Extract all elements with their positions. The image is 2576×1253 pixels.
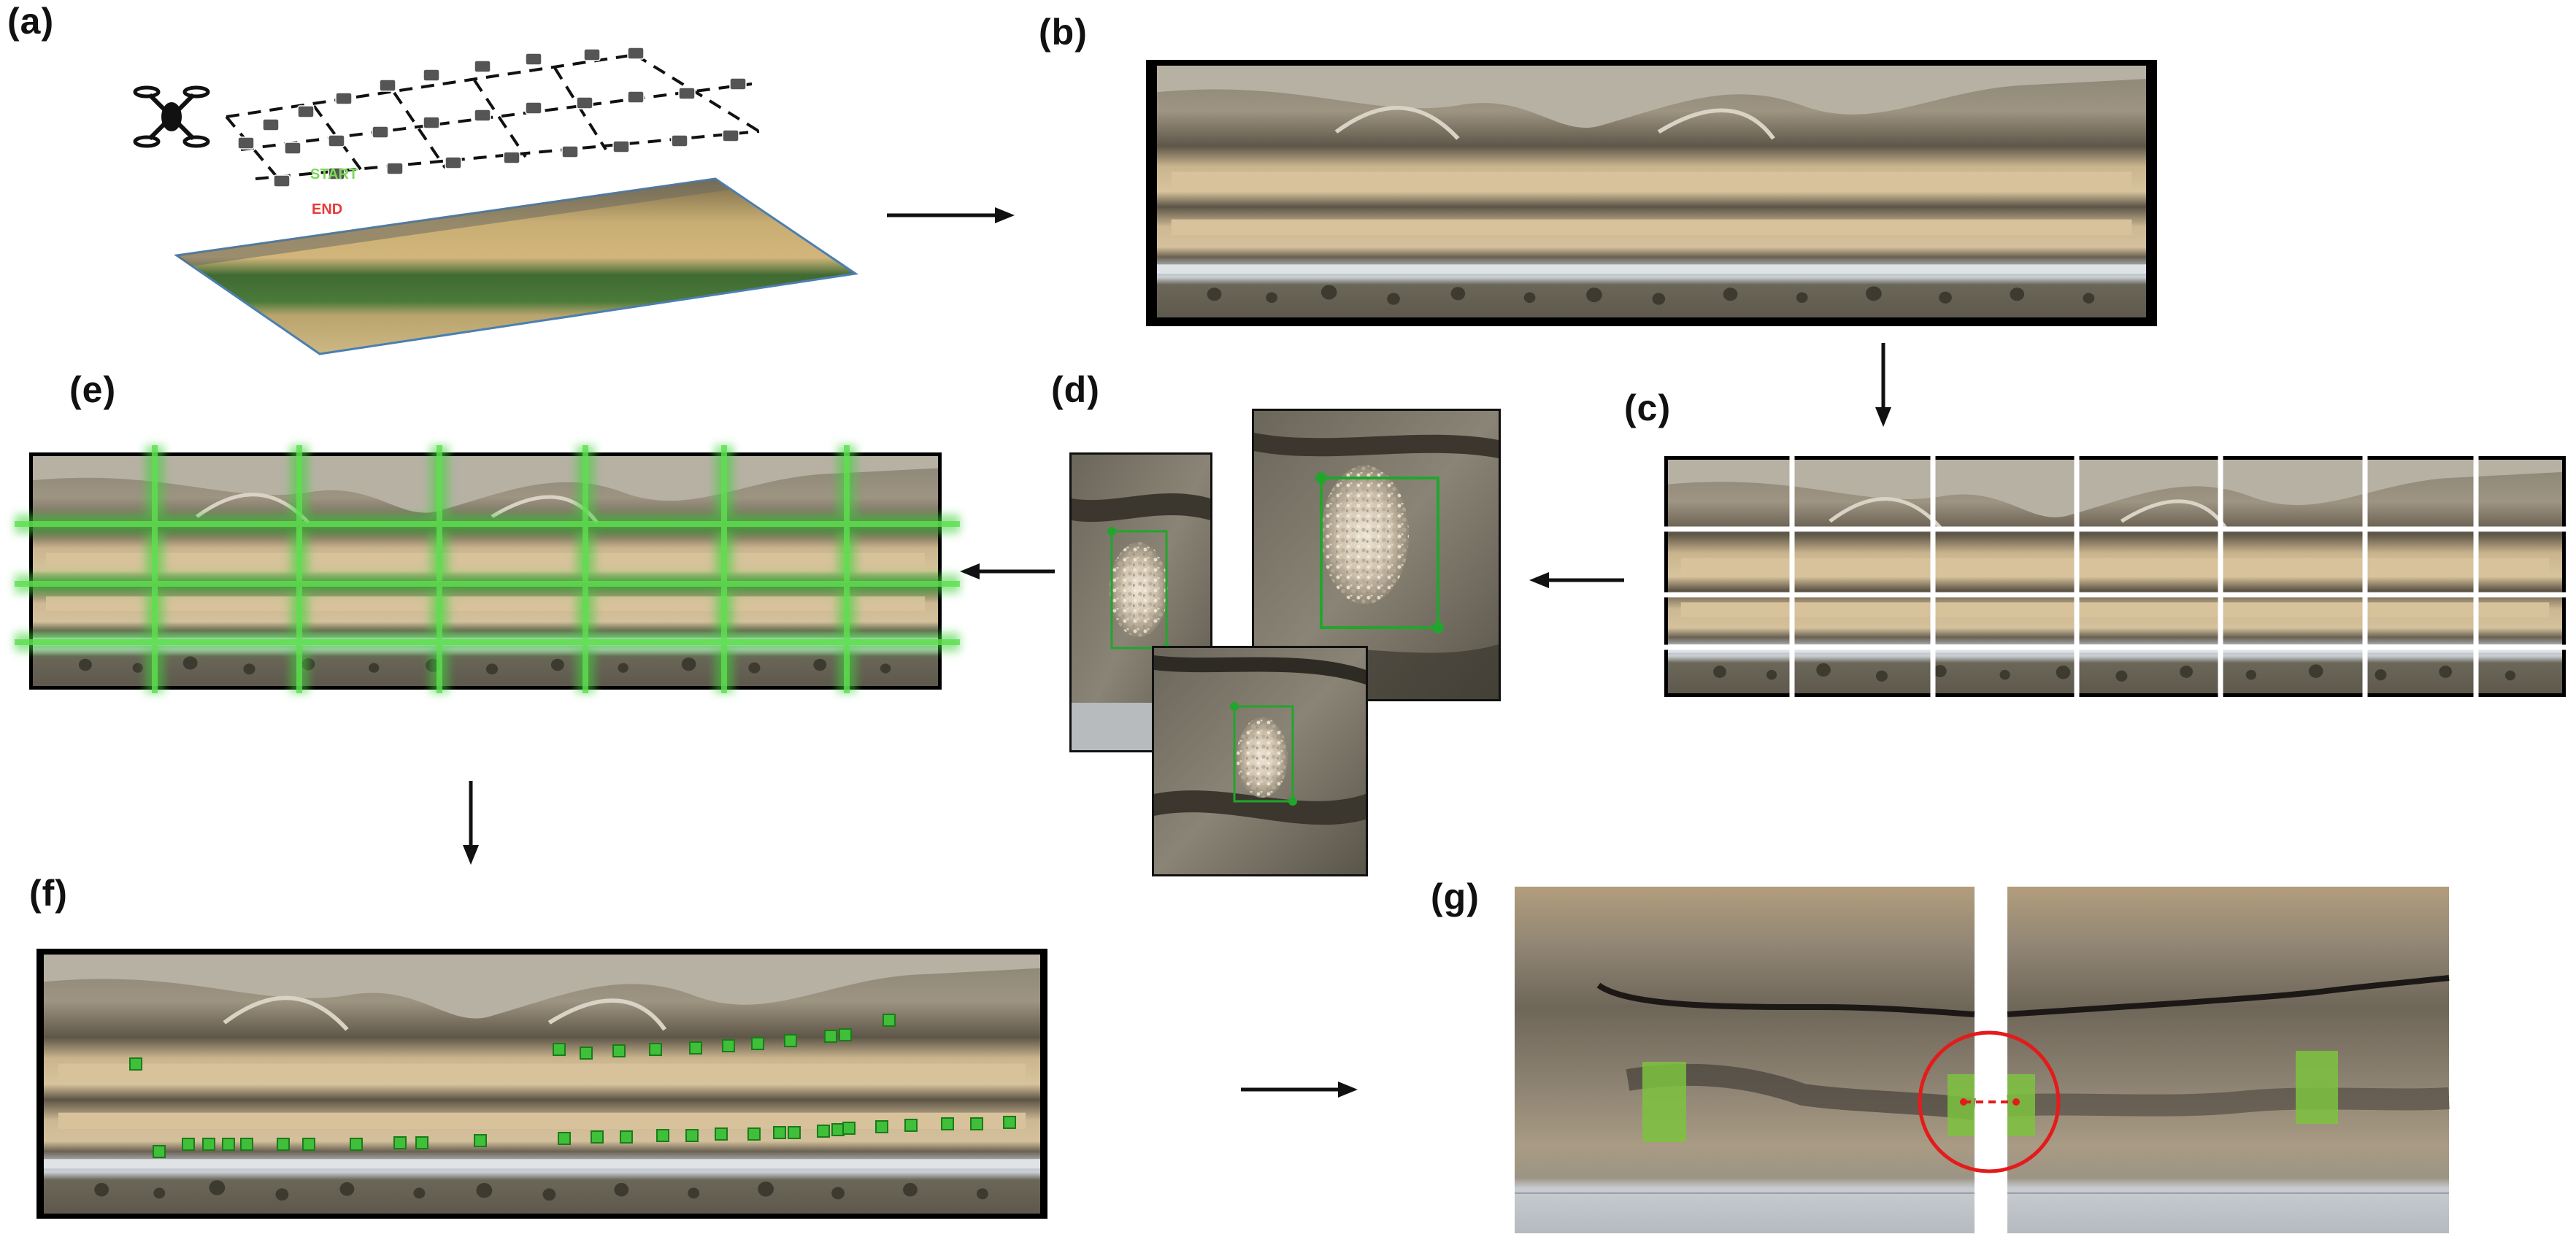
panel-label-d: (d) [1051,369,1100,410]
panel-label-b: (b) [1039,12,1088,53]
marker-map-f [36,949,1047,1219]
tiled-orthomosaic-c [1664,456,2566,697]
arrow-c-to-d [1529,572,1624,588]
panel-label-g: (g) [1431,876,1480,917]
arrow-b-to-c [1875,343,1891,427]
arrow-d-to-e [960,563,1055,579]
drone-icon [133,85,210,148]
camera-icon [237,47,747,188]
detection-patch-3 [1152,646,1368,876]
panel-label-f: (f) [29,873,68,914]
orthomosaic-b [1146,60,2157,326]
overlap-comparison-g [1511,883,2453,1237]
end-label: END [312,201,342,217]
field-image [173,177,859,355]
panel-label-a: (a) [7,1,55,42]
arrow-e-to-f [463,781,479,865]
panel-label-c: (c) [1624,388,1672,428]
arrow-f-to-g [1241,1082,1358,1098]
start-label: START [310,166,358,182]
panel-label-e: (e) [69,369,117,410]
stitched-orthomosaic-e [15,438,960,697]
arrow-a-to-b [887,207,1015,223]
flight-plan-diagram: START END [133,47,859,355]
